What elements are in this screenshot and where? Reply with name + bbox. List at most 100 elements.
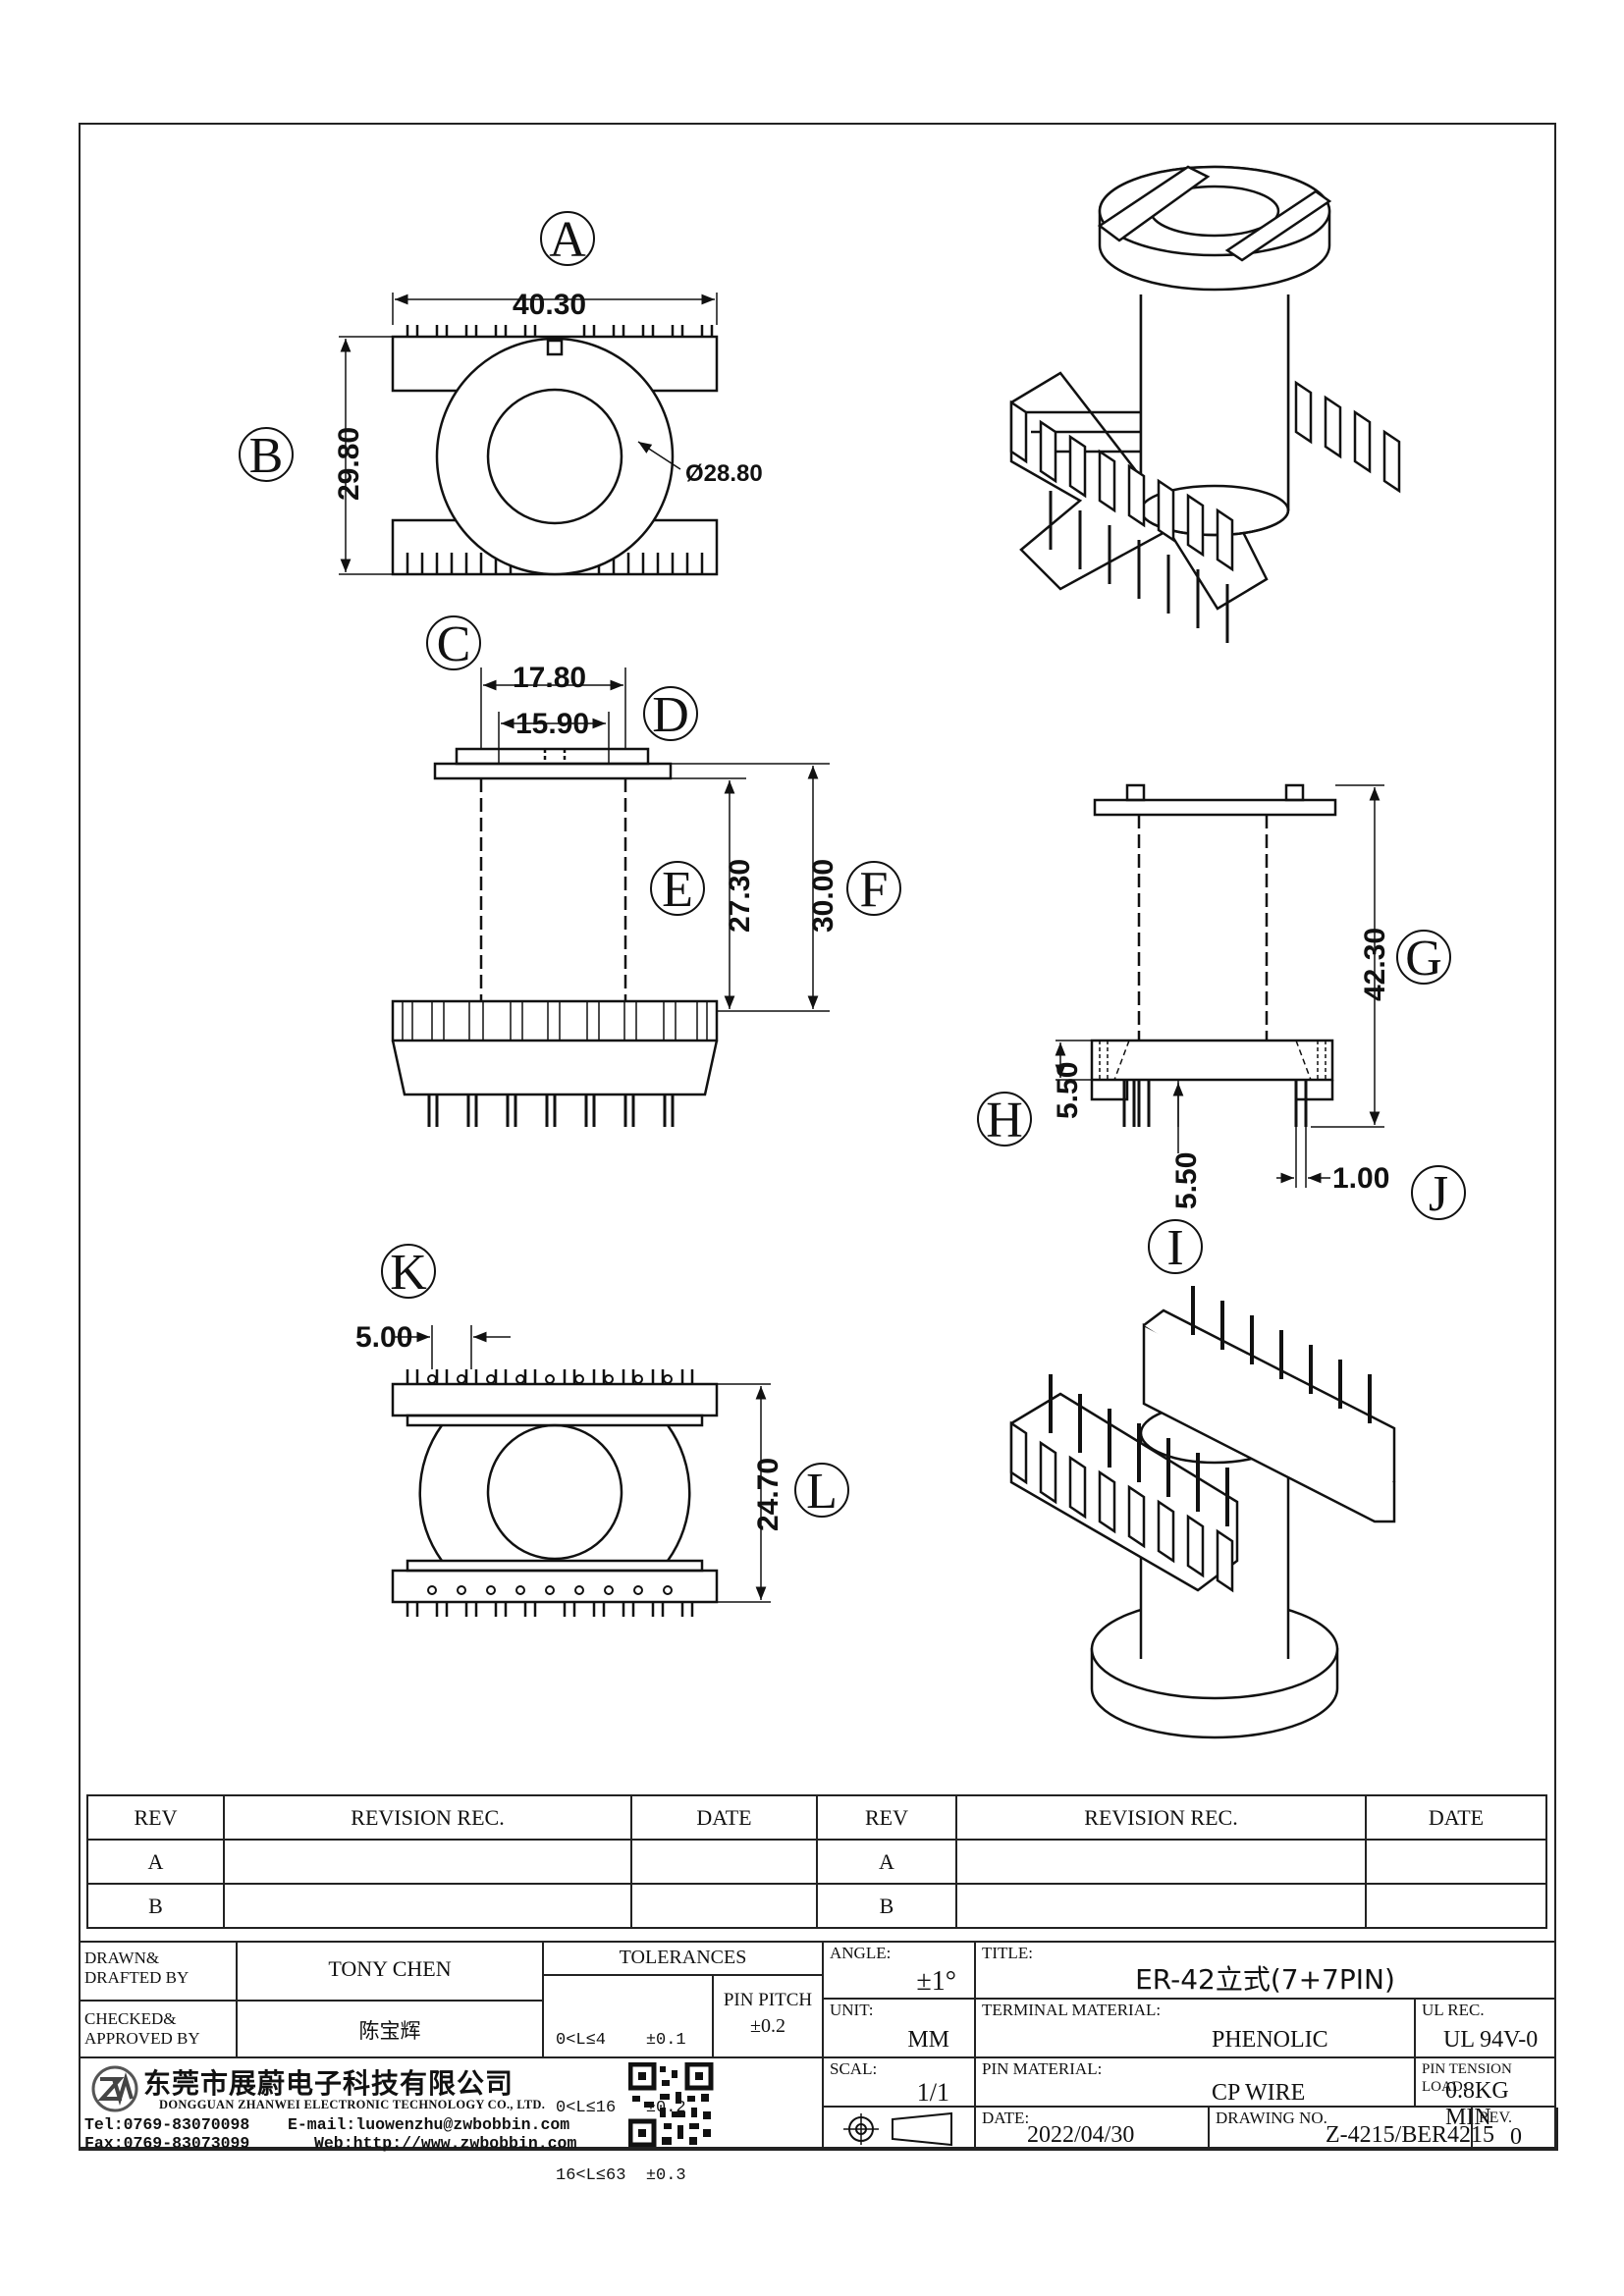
rev-label: REV. (1479, 2109, 1512, 2126)
tolerances-header-cell: TOLERANCES (544, 1943, 824, 1976)
checked-label: CHECKED& APPROVED BY (84, 2009, 200, 2048)
company-en: DONGGUAN ZHANWEI ELECTRONIC TECHNOLOGY C… (159, 2098, 546, 2111)
company-cell: 东莞市展蔚电子科技有限公司 DONGGUAN ZHANWEI ELECTRONI… (79, 2058, 824, 2153)
date-cell (1365, 1883, 1547, 1929)
scale-cell: SCAL: 1/1 (824, 2058, 976, 2108)
revision-rec-cell (223, 1839, 632, 1885)
callout-l (794, 1463, 849, 1518)
isometric-view-top (1009, 165, 1401, 643)
title-block: DRAWN& DRAFTED BY TONY CHEN CHECKED& APP… (79, 1941, 1558, 2185)
pin-tension-value: 0.8KG MIN (1445, 2078, 1509, 2130)
angle-cell: ANGLE: ±1° (824, 1943, 976, 2000)
tel: Tel:0769-83070098 (84, 2115, 250, 2134)
date-cell (630, 1883, 818, 1929)
revision-rec-cell (955, 1839, 1367, 1885)
date-header-2: DATE (1365, 1794, 1547, 1841)
tolerance-row: 0<L≤4 ±0.1 (556, 2031, 686, 2050)
callout-j (1411, 1165, 1466, 1220)
ul-rec-label: UL REC. (1422, 2001, 1485, 2019)
pin-pitch-value: ±0.2 (750, 2015, 785, 2037)
outer-circle (435, 337, 675, 576)
unit-cell: UNIT: MM (824, 2000, 976, 2058)
rev-cell: A (86, 1839, 225, 1885)
dim-c-width: 17.80 (513, 662, 586, 694)
drawing-frame (79, 123, 1556, 2149)
scale-label: SCAL: (830, 2059, 878, 2078)
drawn-value: TONY CHEN (328, 1956, 452, 1981)
pin-material-cell: PIN MATERIAL: CP WIRE (976, 2058, 1416, 2108)
callout-a-label: A (549, 212, 586, 268)
dim-f-height: 30.00 (807, 859, 839, 933)
dim-pin-gap: 5.50 (1170, 1152, 1203, 1209)
angle-value: ±1° (916, 1966, 956, 1997)
rev-cell: A (816, 1839, 957, 1885)
callout-c (426, 615, 481, 670)
rev-header: REV (86, 1794, 225, 1841)
drawing-no-cell: DRAWING NO. Z-4215/BER4215 (1210, 2108, 1558, 2151)
front-top-rib (455, 747, 650, 766)
callout-e-label: E (662, 862, 693, 918)
callout-f (846, 861, 901, 916)
revision-header-row: REV REVISION REC. DATE REV REVISION REC.… (86, 1794, 1547, 1841)
drawn-label-cell: DRAWN& DRAFTED BY (79, 1943, 238, 2002)
tolerances-values-cell: 0<L≤4 ±0.1 0<L≤16 ±0.2 16<L≤63 ±0.3 (544, 1976, 714, 2185)
dim-circle-dia: Ø28.80 (685, 460, 763, 487)
drawing-no-label: DRAWING NO. (1216, 2109, 1327, 2127)
callout-c-label: C (437, 616, 471, 672)
inner-circle (486, 388, 623, 525)
qr-code-icon (628, 2062, 714, 2147)
date-label: DATE: (982, 2109, 1030, 2127)
table-row: B B (86, 1883, 1547, 1929)
title-value: ER-42立式(7+7PIN) (1135, 1963, 1395, 1996)
dim-l-height: 24.70 (752, 1458, 785, 1531)
date-cell (1365, 1839, 1547, 1885)
revision-rec-header: REVISION REC. (223, 1794, 632, 1841)
title-cell: TITLE: ER-42立式(7+7PIN) (976, 1943, 1556, 2000)
ul-rec-cell: UL REC. UL 94V-0 (1416, 2000, 1556, 2058)
date-cell: DATE: 2022/04/30 (976, 2108, 1210, 2151)
callout-e (650, 861, 705, 916)
dim-a-width: 40.30 (513, 289, 586, 321)
callout-d (643, 686, 698, 741)
dim-b-height: 29.80 (333, 427, 365, 501)
rev-header-2: REV (816, 1794, 957, 1841)
dim-k-pitch: 5.00 (355, 1321, 412, 1354)
callout-b (239, 427, 294, 482)
dim-h-height: 5.50 (1052, 1062, 1084, 1119)
front-view (391, 747, 719, 1127)
checked-value: 陈宝辉 (358, 2019, 421, 2043)
revision-rec-cell (955, 1883, 1367, 1929)
pin-pitch-cell: PIN PITCH ±0.2 (714, 1976, 824, 2058)
zw-logo-icon (91, 2065, 138, 2112)
callout-l-label: L (806, 1464, 838, 1520)
side-view (1090, 783, 1337, 1127)
checked-label-cell: CHECKED& APPROVED BY (79, 2002, 238, 2058)
pin-material-label: PIN MATERIAL: (982, 2059, 1103, 2078)
company-cn: 东莞市展蔚电子科技有限公司 (143, 2067, 514, 2100)
drawn-value-cell: TONY CHEN (238, 1943, 544, 2002)
callout-k (381, 1244, 436, 1299)
revision-table: REV REVISION REC. DATE REV REVISION REC.… (86, 1794, 1547, 1929)
angle-label: ANGLE: (830, 1944, 892, 1962)
fax: Fax:0769-83073099 (84, 2134, 250, 2153)
iso-pins-front (1049, 491, 1229, 643)
rev-cell: B (86, 1883, 225, 1929)
unit-value: MM (907, 2027, 949, 2053)
front-base-lower (391, 1040, 719, 1096)
front-bore-hidden (479, 778, 627, 1001)
callout-f-label: F (860, 862, 889, 918)
revision-rec-cell (223, 1883, 632, 1929)
projection-cell (824, 2108, 976, 2151)
tolerances-label: TOLERANCES (619, 1947, 747, 1968)
callout-b-label: B (249, 428, 284, 484)
date-header: DATE (630, 1794, 818, 1841)
top-flange-slots (406, 325, 714, 337)
revision-rec-header-2: REVISION REC. (955, 1794, 1367, 1841)
rev-value: 0 (1510, 2124, 1522, 2150)
drawn-label: DRAWN& DRAFTED BY (84, 1949, 189, 1987)
pin-tension-label: PIN TENSION LOAD: (1422, 2061, 1512, 2095)
checked-value-cell: 陈宝辉 (238, 2002, 544, 2058)
tolerance-row: 16<L≤63 ±0.3 (556, 2166, 686, 2185)
scale-value: 1/1 (916, 2078, 949, 2107)
